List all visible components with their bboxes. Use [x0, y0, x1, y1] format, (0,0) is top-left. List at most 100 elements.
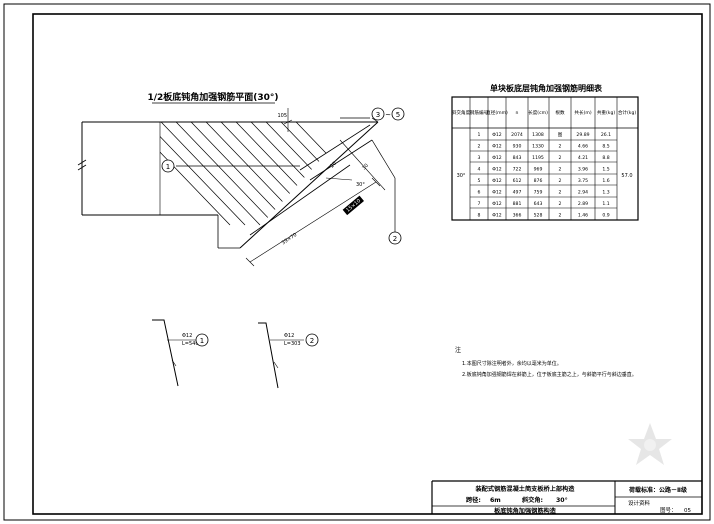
table-cell: 7 — [478, 201, 481, 207]
table-cell: 1.6 — [602, 178, 609, 184]
table-cell: 8 — [478, 213, 481, 219]
th-diameter: 直径(mm) — [486, 109, 508, 116]
table-cell: 29.89 — [576, 132, 589, 138]
table-cell: 1.46 — [578, 213, 588, 219]
table-cell: 4.66 — [578, 144, 588, 150]
table-cell: 0.9 — [602, 213, 609, 219]
table-title: 单块板底层钝角加强钢筋明细表 — [490, 83, 603, 93]
table-cell: 2.89 — [578, 201, 588, 207]
table-cell: 1308 — [532, 132, 544, 138]
table-cell: 5 — [478, 178, 481, 184]
tb-sheet-no: 05 — [684, 508, 691, 514]
th-count: 根数 — [555, 109, 565, 116]
bar-detail-1-label: Φ12 — [182, 333, 192, 339]
table-cell: 759 — [534, 190, 543, 196]
inner-border — [32, 13, 703, 515]
table-cell: 1 — [478, 132, 481, 138]
table-cell: Φ12 — [492, 167, 502, 173]
tb-skew-label: 斜交角: — [521, 496, 543, 504]
dim-top-label: 105 — [277, 113, 287, 119]
rebar-table — [451, 96, 639, 221]
dim-top — [283, 108, 293, 132]
table-cell: 2 — [559, 213, 562, 219]
table-cell: 3.96 — [578, 167, 588, 173]
note-1: 1.本图尺寸除注明者外，余均以毫米为单位。 — [462, 360, 562, 367]
svg-text:1: 1 — [166, 163, 170, 171]
dim-bottom-label: 39×70 — [281, 232, 298, 246]
table-cell: 1.1 — [602, 201, 609, 207]
table-cell: 8.8 — [602, 155, 609, 161]
tb-design-info: 设计资料 — [628, 499, 651, 507]
callout-3-5: 3 ~ 5 — [340, 107, 405, 123]
table-cell: 3 — [478, 155, 481, 161]
bar-detail-2-length: L=303 — [284, 341, 301, 347]
tb-span-value: 6m — [490, 497, 501, 504]
th-sum: 合计(kg) — [618, 109, 637, 116]
bar-detail-1-length: L=540 — [182, 341, 199, 347]
table-cell: 2 — [559, 155, 562, 161]
table-cell: 2074 — [511, 132, 523, 138]
table-cell: 2.94 — [578, 190, 588, 196]
table-cell: Φ12 — [492, 178, 502, 184]
table-cell: 2 — [559, 144, 562, 150]
svg-text:3: 3 — [376, 111, 380, 119]
plan-title: 1/2板底钝角加强钢筋平面(30°) — [147, 91, 278, 103]
tb-load-class: 荷载标准：公路－Ⅱ级 — [628, 486, 687, 494]
table-cell: 3.75 — [578, 178, 588, 184]
table-cell: 4.21 — [578, 155, 588, 161]
table-cell: 881 — [513, 201, 522, 207]
corner-rebars — [176, 124, 373, 236]
table-cell: Φ12 — [492, 155, 502, 161]
tb-sheet-label: 图号： — [660, 506, 677, 514]
th-number: 钢筋编号 — [470, 109, 489, 116]
angle-label: 30° — [356, 182, 365, 188]
bar-detail-2-number: 2 — [310, 337, 314, 345]
svg-text:5: 5 — [396, 111, 400, 119]
th-length: 长度(cm) — [528, 109, 548, 116]
table-angle-cell: 30° — [457, 173, 466, 179]
svg-text:~: ~ — [385, 111, 391, 119]
slab-plan — [77, 121, 379, 249]
table-cell: 643 — [534, 201, 543, 207]
table-cell: 2 — [478, 144, 481, 150]
table-cell: Φ12 — [492, 144, 502, 150]
th-total-length: 共长(m) — [574, 109, 591, 116]
title-block — [431, 480, 702, 514]
table-cell: 366 — [513, 213, 522, 219]
table-cell: Φ12 — [492, 213, 502, 219]
tb-drawing-name: 板底钝角加强钢筋构造 — [494, 507, 557, 515]
table-cell: 1.3 — [602, 190, 609, 196]
dim-mid-label: 15×10 — [345, 198, 362, 213]
dim-skew — [325, 139, 386, 191]
table-cell: 930 — [513, 144, 522, 150]
bar-detail-2-label: Φ12 — [284, 333, 294, 339]
table-cell: Φ12 — [492, 201, 502, 207]
table-cell: 1330 — [532, 144, 544, 150]
notes-title: 注 — [455, 346, 461, 354]
bar-detail-2 — [258, 322, 304, 389]
callout-2: 2 — [371, 139, 402, 245]
table-cell: 1.5 — [602, 167, 609, 173]
table-cell: 26.1 — [601, 132, 611, 138]
svg-text:2: 2 — [393, 235, 397, 243]
th-angle: 斜交角度 — [452, 109, 471, 116]
table-cell: 4 — [478, 167, 481, 173]
table-cell: 722 — [513, 167, 522, 173]
watermark-logo — [628, 423, 672, 465]
table-cell: 2 — [559, 190, 562, 196]
table-cell: Φ12 — [492, 190, 502, 196]
callout-1: 1 — [161, 159, 175, 173]
dim-small-label: 20 — [329, 161, 338, 170]
table-cell: 2 — [559, 178, 562, 184]
table-cell: 1195 — [532, 155, 544, 161]
